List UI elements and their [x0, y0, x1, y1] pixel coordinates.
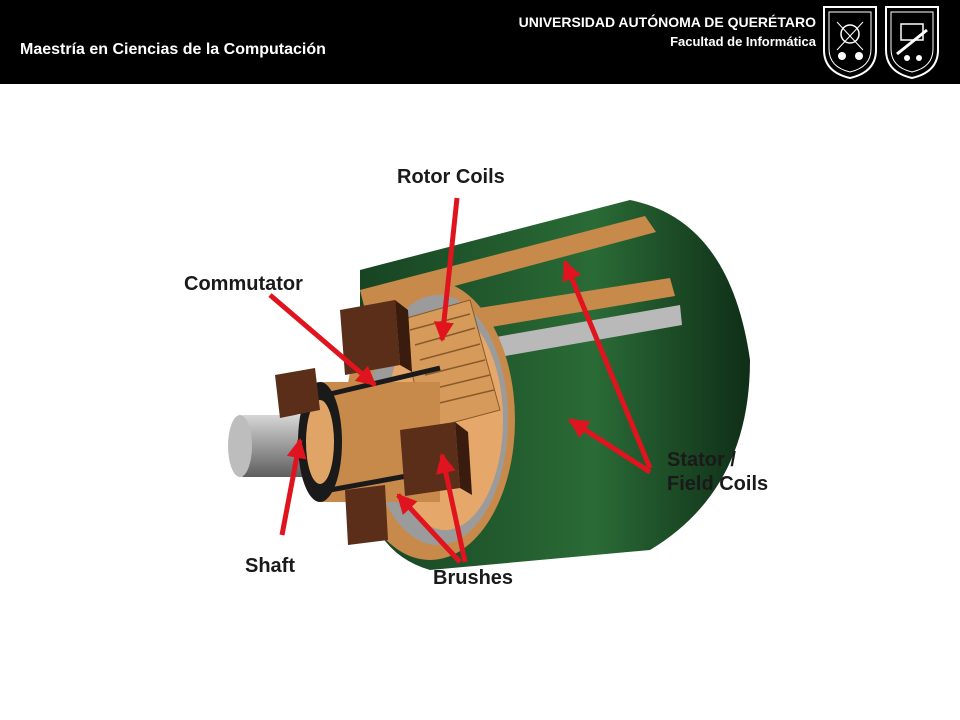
label-commutator: Commutator — [184, 273, 303, 295]
brushes-arrow-upper — [436, 453, 468, 563]
label-rotor-coils: Rotor Coils — [397, 166, 505, 188]
rotor-coils-arrow — [433, 197, 460, 342]
brushes-blocks — [275, 300, 472, 545]
university-seal-logo — [823, 6, 877, 80]
stator-arrow-upper — [562, 260, 653, 469]
label-stator-line2: Field Coils — [667, 473, 768, 495]
label-shaft: Shaft — [245, 555, 295, 577]
label-stator-line1: Stator / — [667, 449, 736, 471]
faculty-seal-logo — [885, 6, 939, 80]
pointer-arrows — [268, 197, 653, 564]
header-bar: Maestría en Ciencias de la Computación U… — [0, 0, 960, 84]
faculty-name: Facultad de Informática — [670, 34, 816, 49]
brushes-arrow-lower — [396, 493, 462, 564]
course-title: Maestría en Ciencias de la Computación — [20, 41, 326, 58]
commutator-arrow — [268, 293, 377, 387]
dc-motor-diagram: Rotor Coils Commutator Stator / Field Co… — [184, 166, 768, 589]
shaft-arrow — [279, 438, 307, 536]
label-brushes: Brushes — [433, 567, 513, 589]
university-name: UNIVERSIDAD AUTÓNOMA DE QUERÉTARO — [518, 14, 816, 30]
stator-arrow-lower — [568, 417, 652, 475]
